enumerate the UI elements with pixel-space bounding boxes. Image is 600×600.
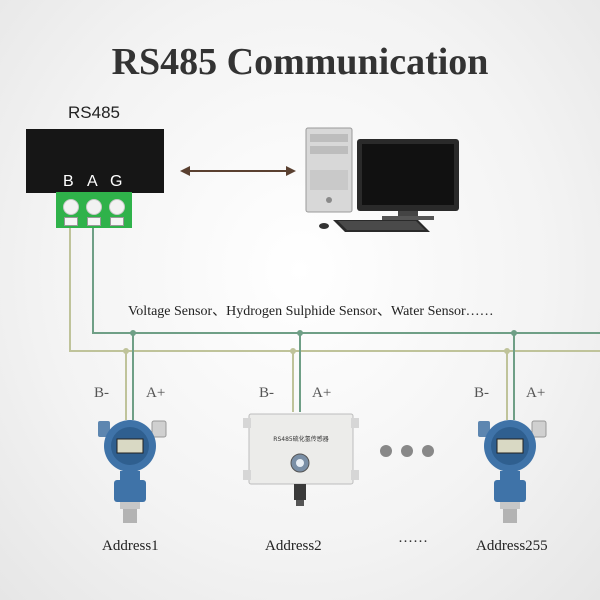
junction-dot bbox=[123, 348, 129, 354]
terminal-slot bbox=[87, 217, 101, 226]
junction-dot bbox=[130, 330, 136, 336]
terminal-screw bbox=[63, 199, 79, 215]
junction-dot bbox=[297, 330, 303, 336]
bus-line-b bbox=[69, 224, 600, 352]
device-address-label: Address255 bbox=[476, 538, 548, 554]
arrow-head-left bbox=[180, 166, 190, 176]
terminal-slot bbox=[110, 217, 124, 226]
polarity-b-label: B- bbox=[474, 385, 489, 401]
polarity-a-label: A+ bbox=[312, 385, 332, 401]
terminal-screw bbox=[109, 199, 125, 215]
polarity-b-label: B- bbox=[94, 385, 109, 401]
polarity-a-label: A+ bbox=[146, 385, 166, 401]
sensor-types-label: Voltage Sensor、Hydrogen Sulphide Sensor、… bbox=[128, 304, 494, 319]
pin-g-label: G bbox=[110, 173, 123, 190]
diagram-title: RS485 Communication bbox=[111, 41, 489, 83]
junction-dot bbox=[504, 348, 510, 354]
arrow-head-right bbox=[286, 166, 296, 176]
pin-a-label: A bbox=[87, 173, 98, 190]
ellipsis-label: ······ bbox=[398, 534, 428, 550]
device-address-label: Address2 bbox=[265, 538, 322, 554]
pin-b-label: B bbox=[63, 173, 74, 190]
rs485-module bbox=[26, 129, 164, 193]
terminal-slot bbox=[64, 217, 78, 226]
bus-line-a bbox=[92, 224, 600, 334]
wall-sensor-label: RS485硫化氢传感器 bbox=[273, 436, 329, 443]
polarity-b-label: B- bbox=[259, 385, 274, 401]
polarity-a-label: A+ bbox=[526, 385, 546, 401]
device-address-label: Address1 bbox=[102, 538, 159, 554]
junction-dot bbox=[290, 348, 296, 354]
terminal-screw bbox=[86, 199, 102, 215]
junction-dot bbox=[511, 330, 517, 336]
rs485-label: RS485 bbox=[68, 103, 120, 122]
